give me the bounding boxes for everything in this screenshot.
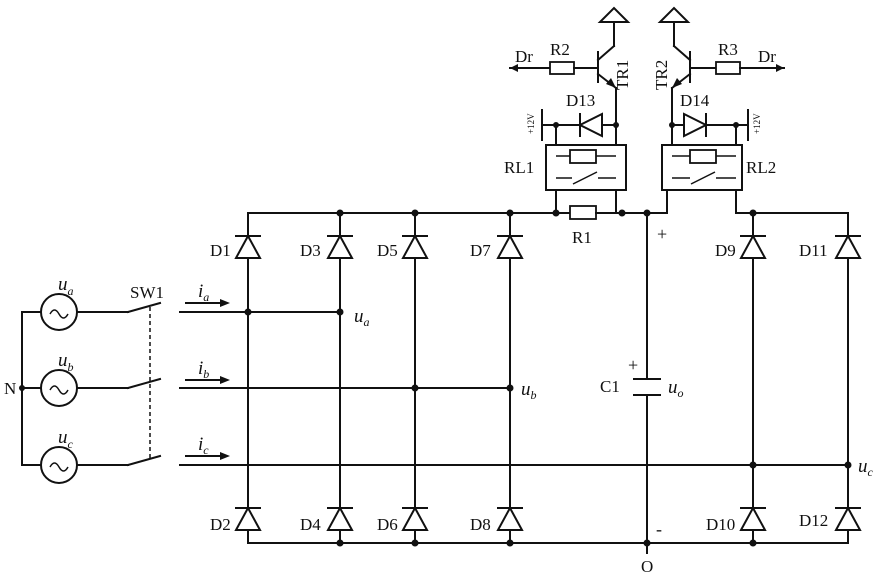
- diode-d1: [234, 233, 262, 259]
- source-c: [40, 446, 129, 484]
- source-a: [40, 293, 129, 331]
- switch-sw1: [126, 301, 162, 467]
- bus-minus-sign: -: [656, 519, 662, 539]
- resistor-r3: [689, 61, 753, 75]
- capacitor-plus-sign: +: [628, 355, 638, 375]
- node-ua-label: ua: [354, 306, 370, 329]
- node-uc-label: uc: [858, 456, 874, 479]
- transistor-tr2: [657, 6, 692, 127]
- diode-d13: [553, 112, 619, 146]
- neutral-wiring: [19, 311, 41, 466]
- junction-dots: [244, 209, 852, 547]
- label-d6: D6: [377, 515, 398, 534]
- diode-d2: [234, 505, 262, 531]
- source-a-label: ua: [58, 274, 74, 298]
- diode-d3: [326, 233, 354, 259]
- current-b-label: ib: [198, 358, 209, 381]
- node-ub-label: ub: [521, 379, 537, 402]
- current-c-label: ic: [198, 434, 209, 457]
- label-d12: D12: [799, 511, 828, 530]
- label-d13: D13: [566, 91, 595, 110]
- output-voltage-label: uo: [668, 377, 684, 400]
- label-d4: D4: [300, 515, 321, 534]
- label-c1: C1: [600, 377, 620, 396]
- supply-label-left: +12V: [526, 113, 536, 134]
- drive-label-left: Dr: [515, 47, 533, 66]
- current-arrow-c: [185, 452, 230, 460]
- diode-d8: [496, 505, 524, 531]
- relay-rl2: [661, 125, 743, 214]
- transistor-tr1: [596, 6, 631, 127]
- source-c-label: uc: [58, 427, 74, 451]
- label-d7: D7: [470, 241, 491, 260]
- resistor-r1: [555, 205, 623, 220]
- diode-d9: [739, 233, 767, 259]
- label-rl1: RL1: [504, 158, 534, 177]
- label-d10: D10: [706, 515, 735, 534]
- ground-label: O: [641, 557, 653, 576]
- capacitor-c1: [633, 212, 661, 554]
- label-d3: D3: [300, 241, 321, 260]
- label-r3: R3: [718, 40, 738, 59]
- current-arrow-b: [185, 376, 230, 384]
- label-d11: D11: [799, 241, 828, 260]
- switch-label: SW1: [130, 283, 164, 302]
- label-d14: D14: [680, 91, 710, 110]
- source-b: [40, 369, 129, 407]
- diode-d14: [669, 112, 739, 146]
- drive-input-left: [509, 64, 541, 72]
- bus-plus-sign: +: [657, 224, 667, 244]
- resistor-r2: [539, 61, 599, 75]
- diode-d6: [401, 505, 429, 531]
- label-r1: R1: [572, 228, 592, 247]
- diode-d12: [834, 505, 862, 531]
- supply-rail-left: [541, 109, 557, 141]
- label-rl2: RL2: [746, 158, 776, 177]
- label-r2: R2: [550, 40, 570, 59]
- label-tr2: TR2: [652, 60, 671, 90]
- diode-d7: [496, 233, 524, 259]
- bridge-columns: [247, 212, 849, 544]
- drive-label-right: Dr: [758, 47, 776, 66]
- label-d8: D8: [470, 515, 491, 534]
- diode-d10: [739, 505, 767, 531]
- label-tr1: TR1: [613, 60, 632, 90]
- diode-d5: [401, 233, 429, 259]
- label-d1: D1: [210, 241, 231, 260]
- label-d9: D9: [715, 241, 736, 260]
- label-d2: D2: [210, 515, 231, 534]
- source-b-label: ub: [58, 350, 74, 374]
- current-arrow-a: [185, 299, 230, 307]
- supply-label-right: +12V: [752, 113, 762, 134]
- current-a-label: ia: [198, 281, 209, 304]
- label-d5: D5: [377, 241, 398, 260]
- drive-input-right: [751, 64, 785, 72]
- supply-rail-right: [735, 109, 749, 141]
- diode-d4: [326, 505, 354, 531]
- diode-d11: [834, 233, 862, 259]
- relay-rl1: [545, 125, 627, 214]
- neutral-label: N: [4, 379, 16, 398]
